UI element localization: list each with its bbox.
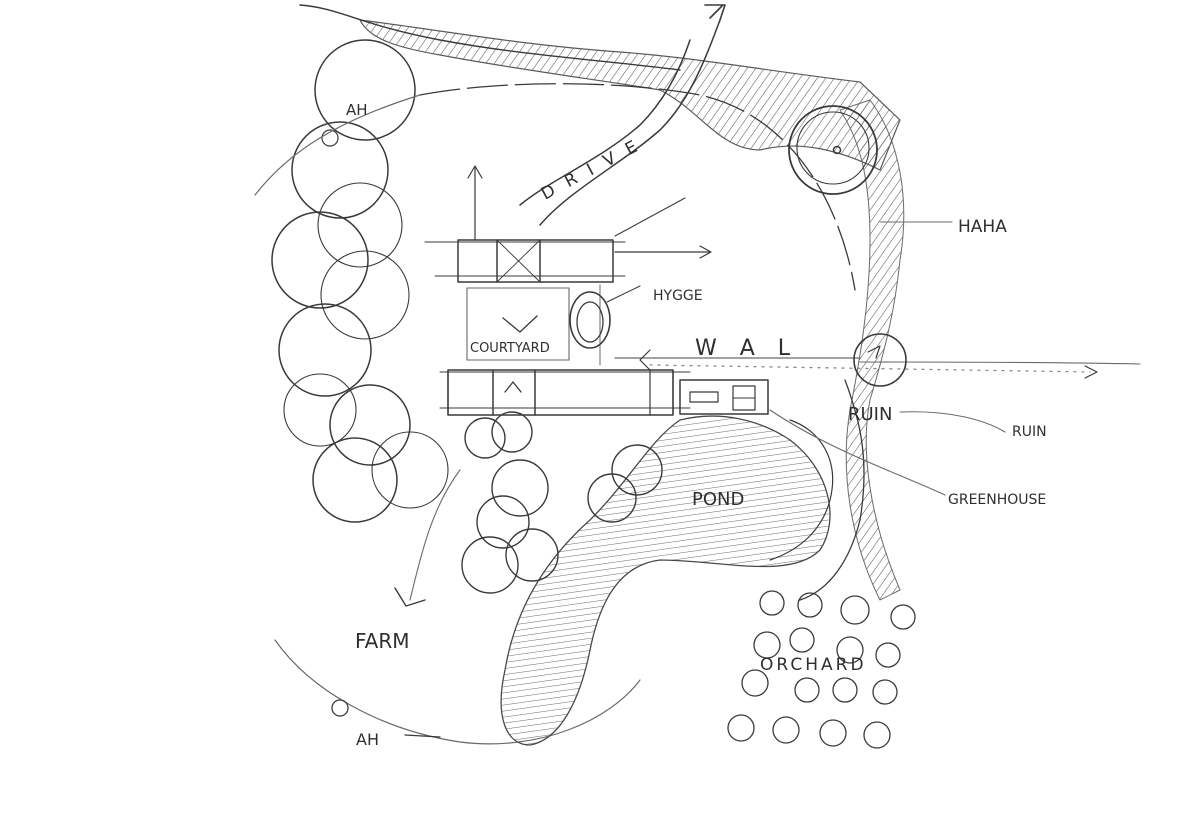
- lower-building: [439, 369, 691, 416]
- ah-top-label: AH: [346, 101, 368, 119]
- greenhouse-label: GREENHOUSE: [948, 492, 1046, 508]
- hygge-feature: [569, 285, 641, 349]
- north-ridge-band: [299, 4, 901, 171]
- orchard-label: ORCHARD: [760, 655, 867, 675]
- farm-arrow: [331, 469, 461, 738]
- ruin-inline-label: RUIN: [848, 404, 892, 425]
- farm-label: FARM: [355, 629, 410, 653]
- pond-trees: [461, 411, 663, 594]
- pond-area: [500, 379, 865, 746]
- northeast-tree: [788, 105, 878, 195]
- west-tree-row: [271, 39, 449, 523]
- lawn-boundary: [254, 83, 856, 745]
- hygge-label: HYGGE: [653, 288, 703, 304]
- courtyard-label: COURTYARD: [470, 341, 550, 356]
- upper-building: [424, 165, 712, 283]
- haha-label: HAHA: [958, 217, 1007, 237]
- wall-line: [614, 349, 1141, 379]
- greenhouse-structure: [679, 379, 769, 415]
- drive-label: D R I V E: [538, 135, 644, 204]
- orchard-trees: [727, 590, 916, 749]
- ah-bottom-label: AH: [356, 730, 379, 749]
- ruin-label: RUIN: [1012, 424, 1047, 440]
- ruin-feature: [853, 333, 907, 387]
- leader-lines: [769, 221, 1006, 496]
- wal-label: W A L: [695, 336, 798, 361]
- courtyard-area: [466, 284, 601, 366]
- drive-road: [519, 4, 726, 226]
- pond-label: POND: [692, 489, 744, 510]
